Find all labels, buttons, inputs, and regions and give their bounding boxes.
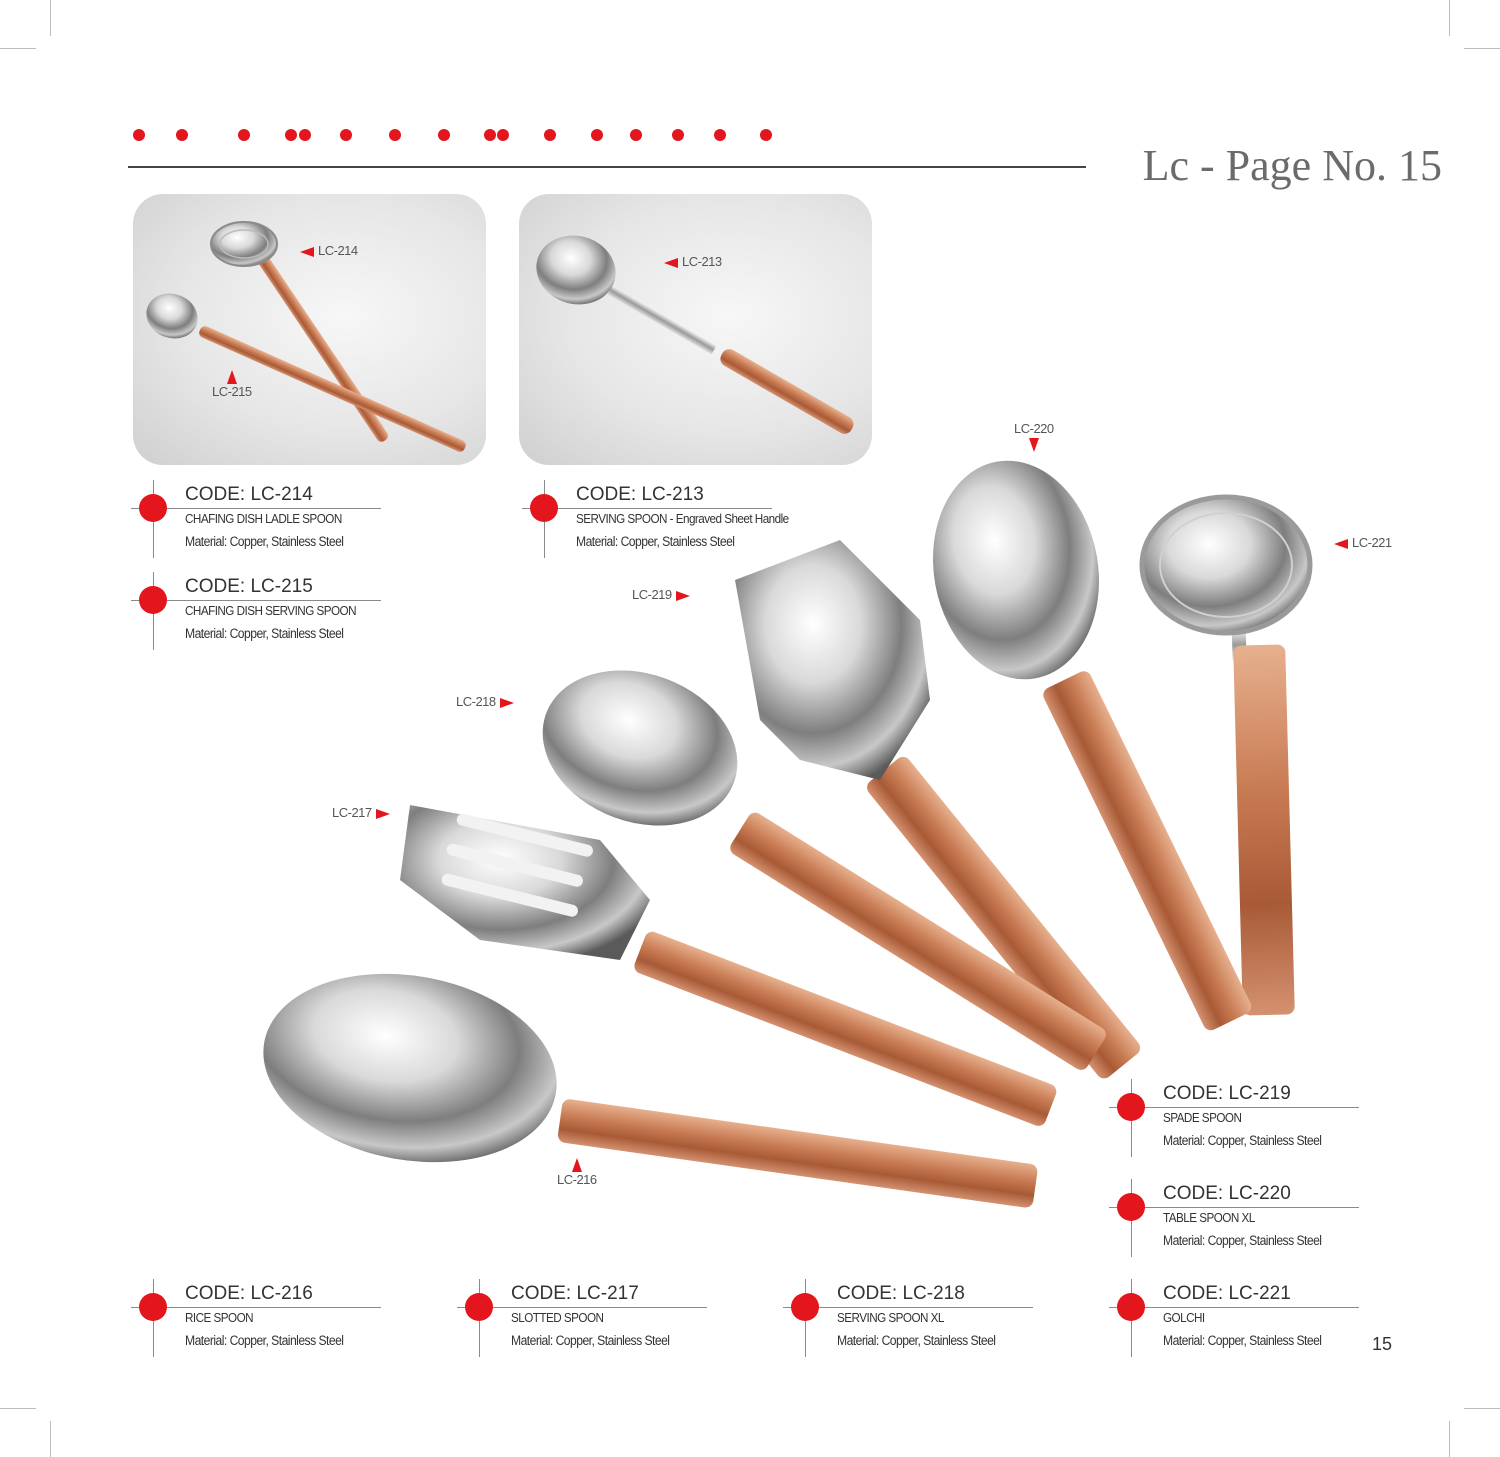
product-name: GOLCHI xyxy=(1163,1310,1205,1325)
product-material: Material: Copper, Stainless Steel xyxy=(185,626,344,641)
callout-lc-221: LC-221 xyxy=(1334,535,1392,550)
callout-lc-216: LC-216 xyxy=(557,1156,597,1187)
red-dot-icon xyxy=(465,1293,493,1321)
spec-lc-217: CODE: LC-217 SLOTTED SPOON Material: Cop… xyxy=(457,1279,719,1359)
crop-mark xyxy=(50,1421,51,1457)
lc-221-image xyxy=(1139,494,1313,1016)
product-name: SERVING SPOON - Engraved Sheet Handle xyxy=(576,511,789,526)
crop-mark xyxy=(1464,48,1500,49)
callout-lc-214: LC-214 xyxy=(300,243,358,258)
lc-220-image xyxy=(933,460,1252,1031)
product-material: Material: Copper, Stainless Steel xyxy=(185,534,344,549)
product-material: Material: Copper, Stainless Steel xyxy=(576,534,735,549)
lc-213-image xyxy=(536,235,854,434)
crop-mark xyxy=(1449,1421,1450,1457)
red-dot-icon xyxy=(791,1293,819,1321)
arrow-up-icon xyxy=(226,369,237,384)
product-code: CODE: LC-219 xyxy=(1163,1083,1295,1105)
arrow-right-icon xyxy=(375,808,390,819)
spec-lc-221: CODE: LC-221 GOLCHI Material: Copper, St… xyxy=(1109,1279,1371,1359)
lc-217-image xyxy=(400,805,1057,1126)
lc-216-image xyxy=(263,973,1038,1208)
product-material: Material: Copper, Stainless Steel xyxy=(1163,1133,1322,1148)
product-name: RICE SPOON xyxy=(185,1310,254,1325)
product-name: SERVING SPOON XL xyxy=(837,1310,944,1325)
product-code: CODE: LC-221 xyxy=(1163,1283,1295,1305)
arrow-down-icon xyxy=(1028,437,1039,452)
product-name: CHAFING DISH SERVING SPOON xyxy=(185,603,357,618)
red-dot-icon xyxy=(1117,1293,1145,1321)
lc-218-image xyxy=(542,670,1106,1070)
spec-lc-213: CODE: LC-213 SERVING SPOON - Engraved Sh… xyxy=(522,480,789,560)
arrow-right-icon xyxy=(675,590,690,601)
lc-219-image xyxy=(735,540,1141,1079)
product-code: CODE: LC-214 xyxy=(185,484,317,506)
spec-lc-219: CODE: LC-219 SPADE SPOON Material: Coppe… xyxy=(1109,1079,1371,1159)
crop-mark xyxy=(50,0,51,36)
callout-lc-217: LC-217 xyxy=(332,805,390,820)
red-dot-icon xyxy=(530,494,558,522)
spec-lc-218: CODE: LC-218 SERVING SPOON XL Material: … xyxy=(783,1279,1045,1359)
product-code: CODE: LC-215 xyxy=(185,576,317,598)
product-material: Material: Copper, Stainless Steel xyxy=(837,1333,996,1348)
arrow-left-icon xyxy=(1334,538,1348,549)
crop-mark xyxy=(0,48,36,49)
product-code: CODE: LC-216 xyxy=(185,1283,317,1305)
spec-lc-220: CODE: LC-220 TABLE SPOON XL Material: Co… xyxy=(1109,1179,1371,1259)
product-code: CODE: LC-218 xyxy=(837,1283,969,1305)
crop-mark xyxy=(1449,0,1450,36)
spec-lc-214: CODE: LC-214 CHAFING DISH LADLE SPOON Ma… xyxy=(131,480,393,560)
product-name: CHAFING DISH LADLE SPOON xyxy=(185,511,342,526)
callout-lc-215: LC-215 xyxy=(212,368,252,399)
red-dot-icon xyxy=(139,1293,167,1321)
red-dot-icon xyxy=(1117,1193,1145,1221)
red-dot-icon xyxy=(1117,1093,1145,1121)
product-code: CODE: LC-217 xyxy=(511,1283,643,1305)
callout-lc-220: LC-220 xyxy=(1014,421,1054,452)
arrow-left-icon xyxy=(664,257,678,268)
crop-mark xyxy=(1464,1408,1500,1409)
product-code: CODE: LC-213 xyxy=(576,484,708,506)
arrow-up-icon xyxy=(571,1157,582,1172)
lc-215-image xyxy=(146,293,466,452)
callout-lc-219: LC-219 xyxy=(632,587,690,602)
product-name: TABLE SPOON XL xyxy=(1163,1210,1255,1225)
callout-lc-213: LC-213 xyxy=(664,254,722,269)
product-material: Material: Copper, Stainless Steel xyxy=(511,1333,670,1348)
product-name: SPADE SPOON xyxy=(1163,1110,1242,1125)
product-code: CODE: LC-220 xyxy=(1163,1183,1295,1205)
product-material: Material: Copper, Stainless Steel xyxy=(1163,1333,1322,1348)
product-material: Material: Copper, Stainless Steel xyxy=(185,1333,344,1348)
red-dot-icon xyxy=(139,494,167,522)
product-material: Material: Copper, Stainless Steel xyxy=(1163,1233,1322,1248)
crop-mark xyxy=(0,1408,36,1409)
product-name: SLOTTED SPOON xyxy=(511,1310,604,1325)
arrow-left-icon xyxy=(300,246,314,257)
page-number: 15 xyxy=(1372,1334,1393,1354)
red-dot-icon xyxy=(139,586,167,614)
page-title: Lc - Page No. 15 xyxy=(1142,141,1442,190)
arrow-right-icon xyxy=(499,697,514,708)
header-rule xyxy=(128,166,1086,168)
callout-lc-218: LC-218 xyxy=(456,694,514,709)
spec-lc-216: CODE: LC-216 RICE SPOON Material: Copper… xyxy=(131,1279,393,1359)
spec-lc-215: CODE: LC-215 CHAFING DISH SERVING SPOON … xyxy=(131,572,393,652)
